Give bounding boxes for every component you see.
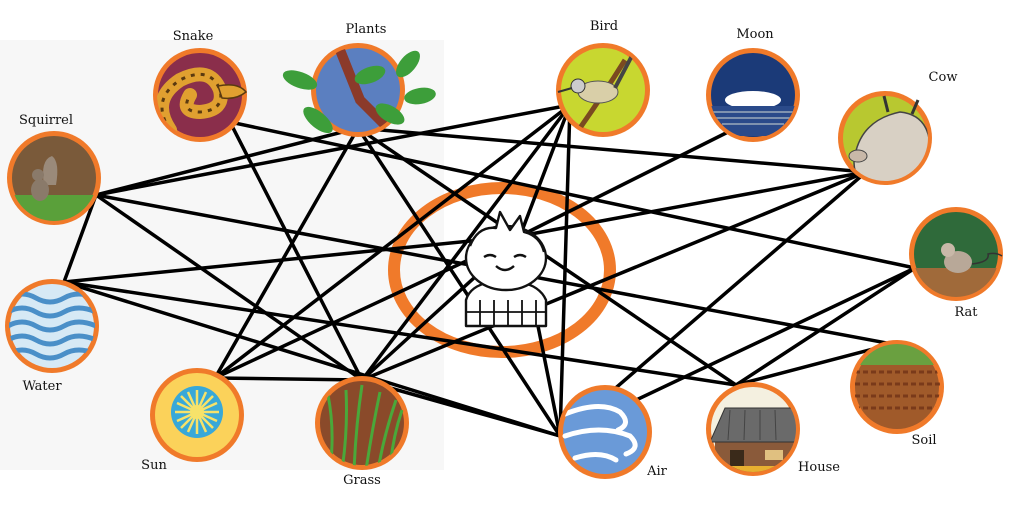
- edge-bird-air: [558, 103, 572, 438]
- edge-squirrel-grass: [94, 193, 364, 382]
- label-house: House: [798, 460, 840, 475]
- label-moon: Moon: [736, 27, 774, 42]
- node-air: [558, 385, 652, 479]
- node-bird: [556, 43, 650, 137]
- edge-squirrel-plants: [94, 126, 360, 197]
- edge-bird-sun: [213, 103, 572, 380]
- edge-squirrel-water: [62, 193, 98, 284]
- rat-icon: [913, 243, 999, 297]
- plant-leaves-icon: [335, 48, 394, 133]
- label-cow: Cow: [929, 70, 958, 85]
- edge-sun-grass: [213, 376, 364, 382]
- label-sun: Sun: [141, 458, 167, 473]
- edge-water-air: [62, 280, 562, 438]
- water-waves-icon: [9, 291, 95, 361]
- node-rat: [909, 207, 1003, 301]
- node-snake: [153, 48, 248, 142]
- edge-rat-house: [734, 266, 917, 387]
- node-soil: [850, 340, 944, 434]
- node-squirrel: [7, 131, 101, 225]
- label-air: Air: [646, 464, 668, 479]
- node-moon: [706, 48, 800, 142]
- connection-lines: [62, 103, 917, 438]
- house-icon: [710, 407, 796, 472]
- sun-icon: [171, 386, 223, 438]
- node-water: [5, 279, 99, 373]
- edge-cow-person: [518, 170, 868, 238]
- node-house: [706, 382, 800, 476]
- edge-bird-person: [518, 103, 572, 238]
- label-squirrel: Squirrel: [19, 113, 73, 128]
- edge-plants-air: [356, 126, 562, 438]
- edge-soil-house: [734, 342, 894, 387]
- person-icon: [464, 210, 548, 328]
- edge-moon-person: [518, 130, 730, 238]
- edge-water-person: [62, 234, 522, 284]
- center-ring: [388, 182, 616, 358]
- node-cow: [838, 91, 932, 185]
- label-grass: Grass: [343, 473, 381, 488]
- air-wind-icon: [562, 404, 638, 463]
- edge-water-house: [62, 280, 738, 387]
- label-snake: Snake: [173, 29, 214, 44]
- label-bird: Bird: [590, 19, 618, 34]
- edge-snake-grass: [228, 120, 364, 382]
- node-grass: [315, 376, 409, 470]
- node-sun: [150, 368, 244, 462]
- edge-grass-air: [360, 378, 562, 438]
- label-soil: Soil: [911, 433, 936, 448]
- node-plants: [282, 43, 436, 137]
- grass-icon: [319, 384, 404, 466]
- edge-snake-rat: [228, 120, 917, 270]
- label-water: Water: [22, 379, 62, 394]
- edge-plants-cow: [356, 126, 868, 174]
- edge-squirrel-bird: [94, 103, 572, 197]
- edge-cow-grass: [360, 170, 868, 382]
- label-plants: Plants: [346, 22, 387, 37]
- label-rat: Rat: [954, 305, 978, 320]
